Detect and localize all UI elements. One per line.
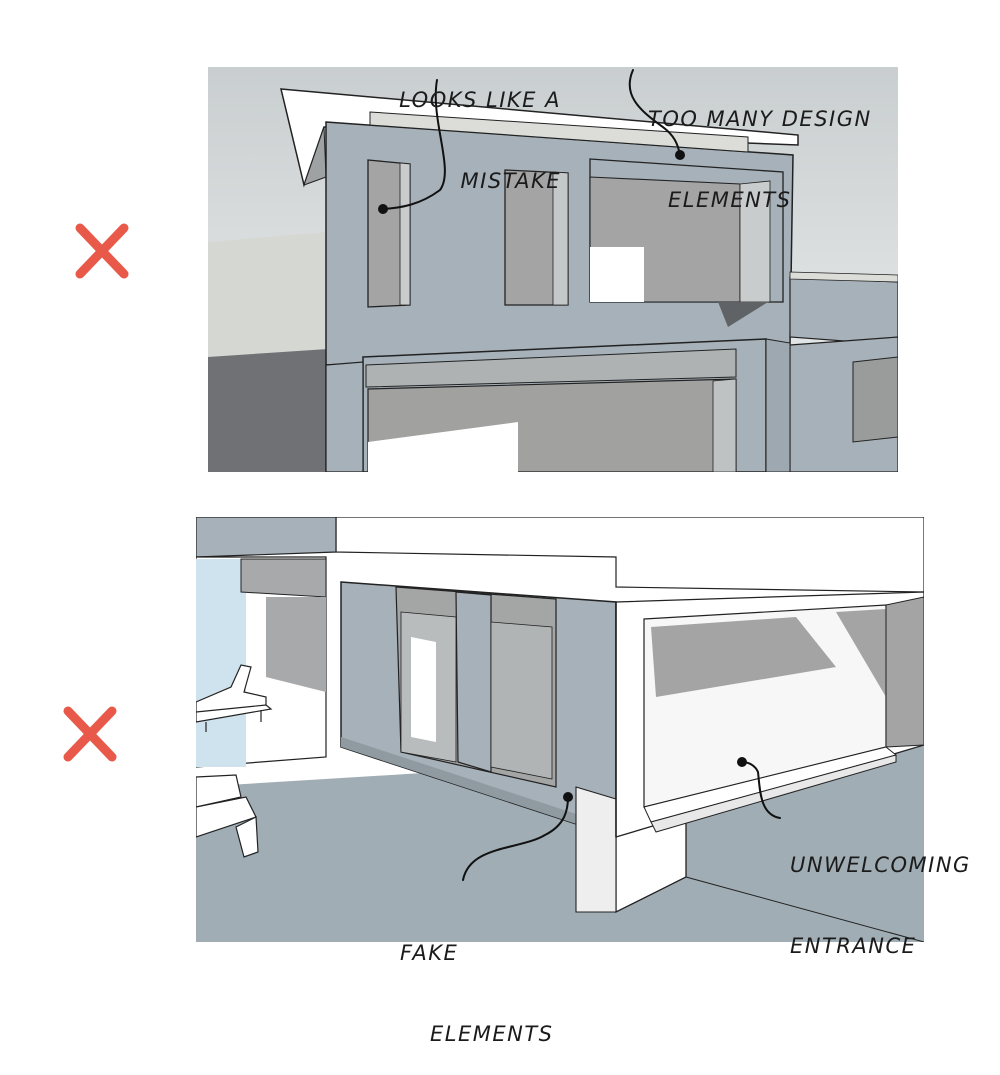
note-fake-line-2: ELEMENTS (430, 1022, 554, 1046)
note-entrance-line-1: UNWELCOMING (790, 853, 971, 877)
entrance-shadow-right (836, 609, 886, 697)
left-pavilion-shadow (266, 597, 326, 692)
glazing-right (490, 621, 553, 780)
note-mistake-line-1: LOOKS LIKE A (399, 88, 561, 112)
left-glass (196, 559, 246, 767)
box-window-shadow (718, 302, 768, 327)
right-wing-roof (789, 271, 898, 283)
glazing-reflection (411, 637, 436, 742)
central-mullion (455, 591, 492, 773)
right-wing-window (852, 356, 898, 443)
note-looks-like-a-mistake: LOOKS LIKE A MISTAKE (346, 33, 561, 222)
entrance-return (885, 596, 924, 748)
window-middle-reveal (552, 171, 569, 306)
box-window-reveal (739, 180, 771, 303)
garage-reveal (712, 378, 737, 472)
note-fake-elements: FAKE ELEMENTS (400, 886, 600, 1075)
note-design-line-1: TOO MANY DESIGN (648, 107, 872, 131)
note-design-line-2: ELEMENTS (668, 188, 792, 212)
upper-slab-left (196, 517, 337, 558)
garage-sunlight (368, 422, 518, 472)
planter-side (575, 786, 617, 913)
cross-mark-icon (72, 222, 132, 284)
roof-underside (303, 126, 327, 186)
note-entrance-line-2: ENTRANCE (790, 934, 917, 958)
dark-ground (208, 349, 328, 472)
note-unwelcoming-entrance: UNWELCOMING ENTRANCE (790, 798, 1000, 987)
box-window-reflection (590, 247, 644, 302)
right-wing-upper (789, 276, 898, 346)
left-pavilion-shade (240, 558, 327, 598)
cross-mark-icon (60, 705, 120, 767)
note-too-many-design-elements: TOO MANY DESIGN ELEMENTS (648, 52, 918, 241)
left-pier (325, 361, 364, 472)
outdoor-bench (196, 774, 259, 858)
sun-loungers (196, 664, 273, 732)
garage-lintel (365, 348, 737, 388)
note-fake-line-1: FAKE (400, 941, 459, 965)
note-mistake-line-2: MISTAKE (460, 169, 561, 193)
wall-return (765, 338, 791, 472)
entrance-shadow (651, 617, 836, 697)
